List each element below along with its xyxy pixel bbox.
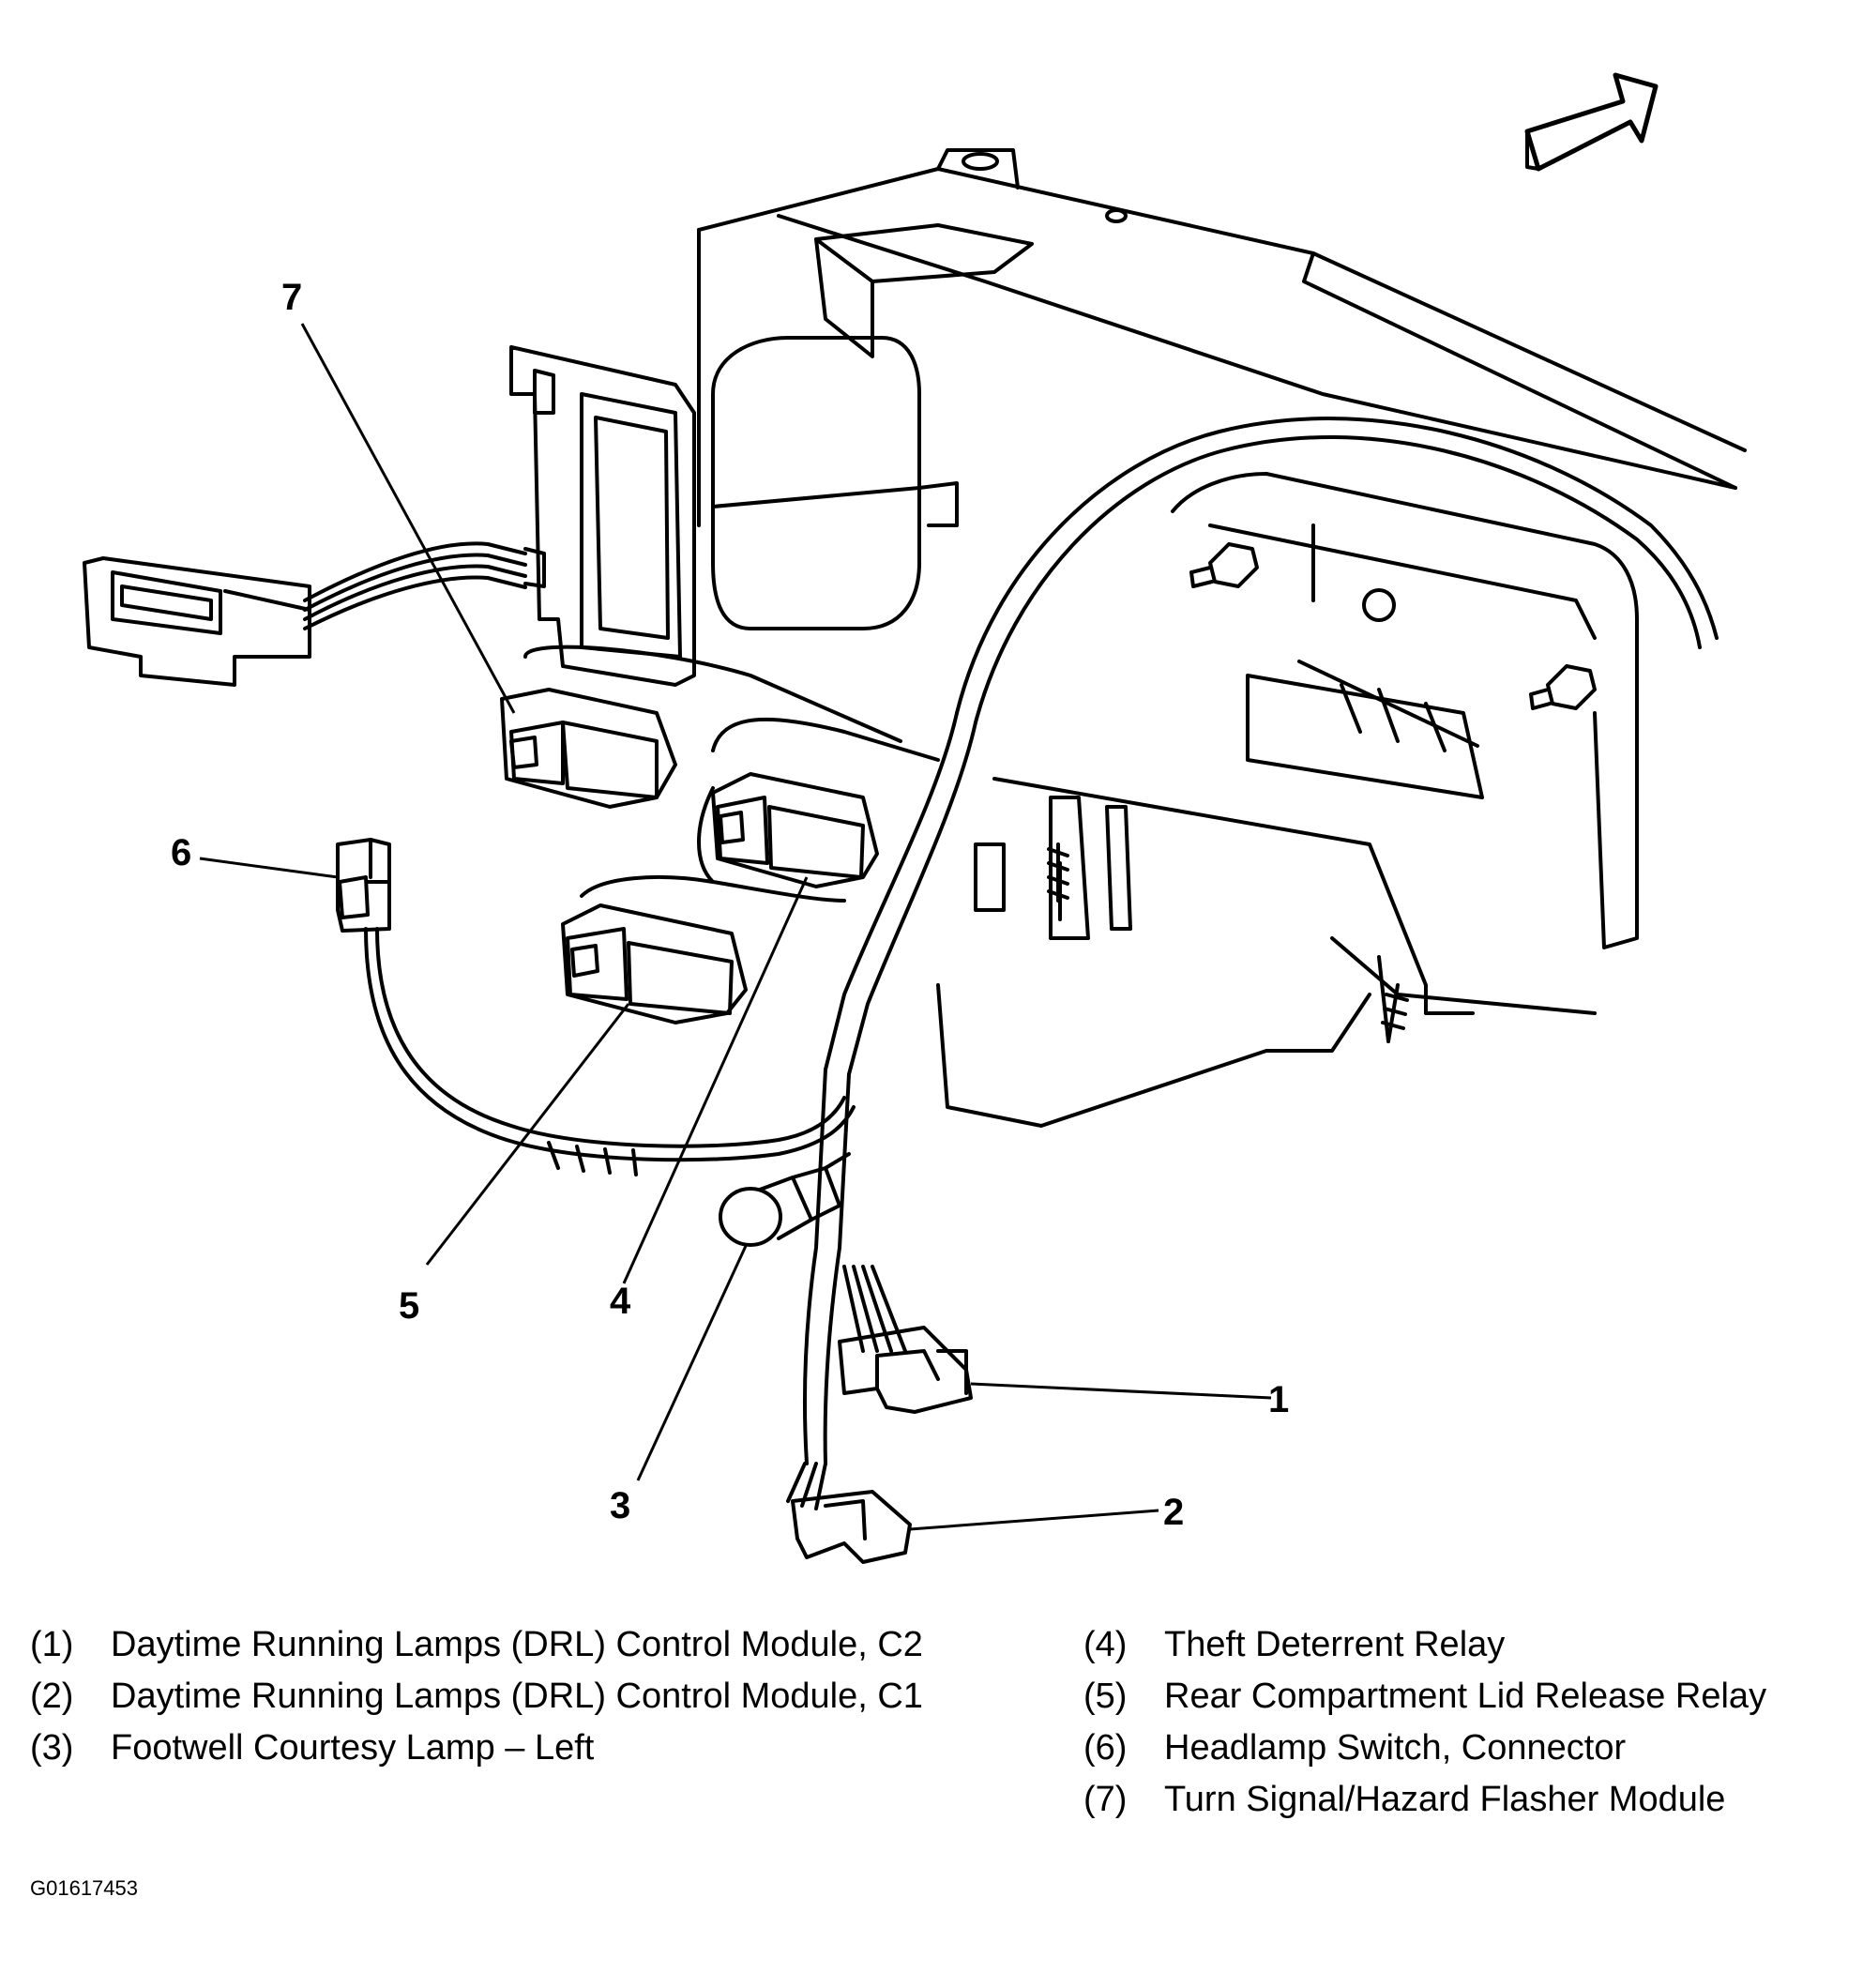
legend-column-right: (4) Theft Deterrent Relay (5) Rear Compa… bbox=[1083, 1623, 1834, 1829]
instrument-panel-structure bbox=[697, 148, 1747, 527]
hvac-duct-housing bbox=[711, 336, 959, 630]
leader-line-5 bbox=[425, 1003, 630, 1266]
legend-number: (3) bbox=[30, 1728, 74, 1768]
callout-5: 5 bbox=[399, 1285, 419, 1327]
footwell-courtesy-lamp bbox=[719, 1152, 851, 1247]
legend-column-left: (1) Daytime Running Lamps (DRL) Control … bbox=[30, 1623, 1015, 1778]
screw-right bbox=[1381, 983, 1409, 1043]
legend-item-3: (3) Footwell Courtesy Lamp – Left bbox=[30, 1726, 1015, 1769]
legend-text: Headlamp Switch, Connector bbox=[1164, 1728, 1627, 1768]
theft-deterrent-relay bbox=[711, 772, 879, 888]
legend-number: (6) bbox=[1083, 1728, 1128, 1768]
wiring-harness-main bbox=[824, 417, 1719, 1076]
legend-item-6: (6) Headlamp Switch, Connector bbox=[1083, 1726, 1834, 1769]
leader-line-3 bbox=[636, 1245, 748, 1481]
legend-text: Theft Deterrent Relay bbox=[1164, 1625, 1506, 1664]
mounting-nut-upper bbox=[1189, 542, 1259, 588]
mounting-nut-lower bbox=[1529, 664, 1597, 710]
legend-item-5: (5) Rear Compartment Lid Release Relay bbox=[1083, 1675, 1834, 1718]
callout-7: 7 bbox=[281, 277, 302, 318]
legend-number: (1) bbox=[30, 1625, 74, 1664]
drl-control-module-connector-c1 bbox=[786, 1462, 912, 1564]
legend-number: (4) bbox=[1083, 1625, 1128, 1664]
leader-line-7 bbox=[300, 323, 516, 714]
legend-text: Daytime Running Lamps (DRL) Control Modu… bbox=[111, 1677, 923, 1716]
leader-line-4 bbox=[622, 876, 809, 1284]
rear-compartment-lid-release-relay bbox=[561, 903, 748, 1024]
callout-3: 3 bbox=[610, 1485, 630, 1526]
component-location-diagram: 1 2 3 4 5 6 7 bbox=[83, 72, 1747, 1564]
relay-wiring bbox=[523, 645, 940, 903]
leader-line-1 bbox=[970, 1382, 1272, 1400]
legend-text: Footwell Courtesy Lamp – Left bbox=[111, 1728, 595, 1768]
legend-text: Daytime Running Lamps (DRL) Control Modu… bbox=[111, 1625, 923, 1664]
turn-signal-hazard-flasher-module bbox=[500, 688, 677, 809]
drl-control-module-connector-c2 bbox=[803, 1068, 973, 1465]
callout-4: 4 bbox=[610, 1281, 631, 1322]
legend-item-1: (1) Daytime Running Lamps (DRL) Control … bbox=[30, 1623, 1015, 1666]
connector-left-disconnected bbox=[83, 541, 546, 687]
leader-line-6 bbox=[199, 857, 339, 879]
component-legend: (1) Daytime Running Lamps (DRL) Control … bbox=[0, 1623, 1863, 1905]
callout-2: 2 bbox=[1163, 1492, 1184, 1533]
mounting-bracket-right bbox=[1171, 472, 1639, 949]
headlamp-switch-connector bbox=[336, 838, 856, 1176]
mounting-bracket-left bbox=[509, 345, 696, 687]
direction-arrow-icon bbox=[1524, 72, 1659, 172]
leader-line-2 bbox=[909, 1509, 1159, 1531]
legend-item-7: (7) Turn Signal/Hazard Flasher Module bbox=[1083, 1778, 1834, 1821]
legend-item-2: (2) Daytime Running Lamps (DRL) Control … bbox=[30, 1675, 1015, 1718]
lower-support-bracket bbox=[936, 777, 1597, 1128]
legend-number: (7) bbox=[1083, 1780, 1128, 1819]
legend-text: Turn Signal/Hazard Flasher Module bbox=[1164, 1780, 1726, 1819]
callout-6: 6 bbox=[171, 832, 191, 873]
legend-number: (2) bbox=[30, 1677, 74, 1716]
screw-left bbox=[1047, 842, 1069, 903]
diagram-drawing: 1 2 3 4 5 6 7 bbox=[83, 72, 1747, 1564]
legend-item-4: (4) Theft Deterrent Relay bbox=[1083, 1623, 1834, 1666]
legend-text: Rear Compartment Lid Release Relay bbox=[1164, 1677, 1767, 1716]
callout-1: 1 bbox=[1268, 1379, 1289, 1420]
figure-id: G01617453 bbox=[30, 1876, 138, 1900]
legend-number: (5) bbox=[1083, 1677, 1128, 1716]
